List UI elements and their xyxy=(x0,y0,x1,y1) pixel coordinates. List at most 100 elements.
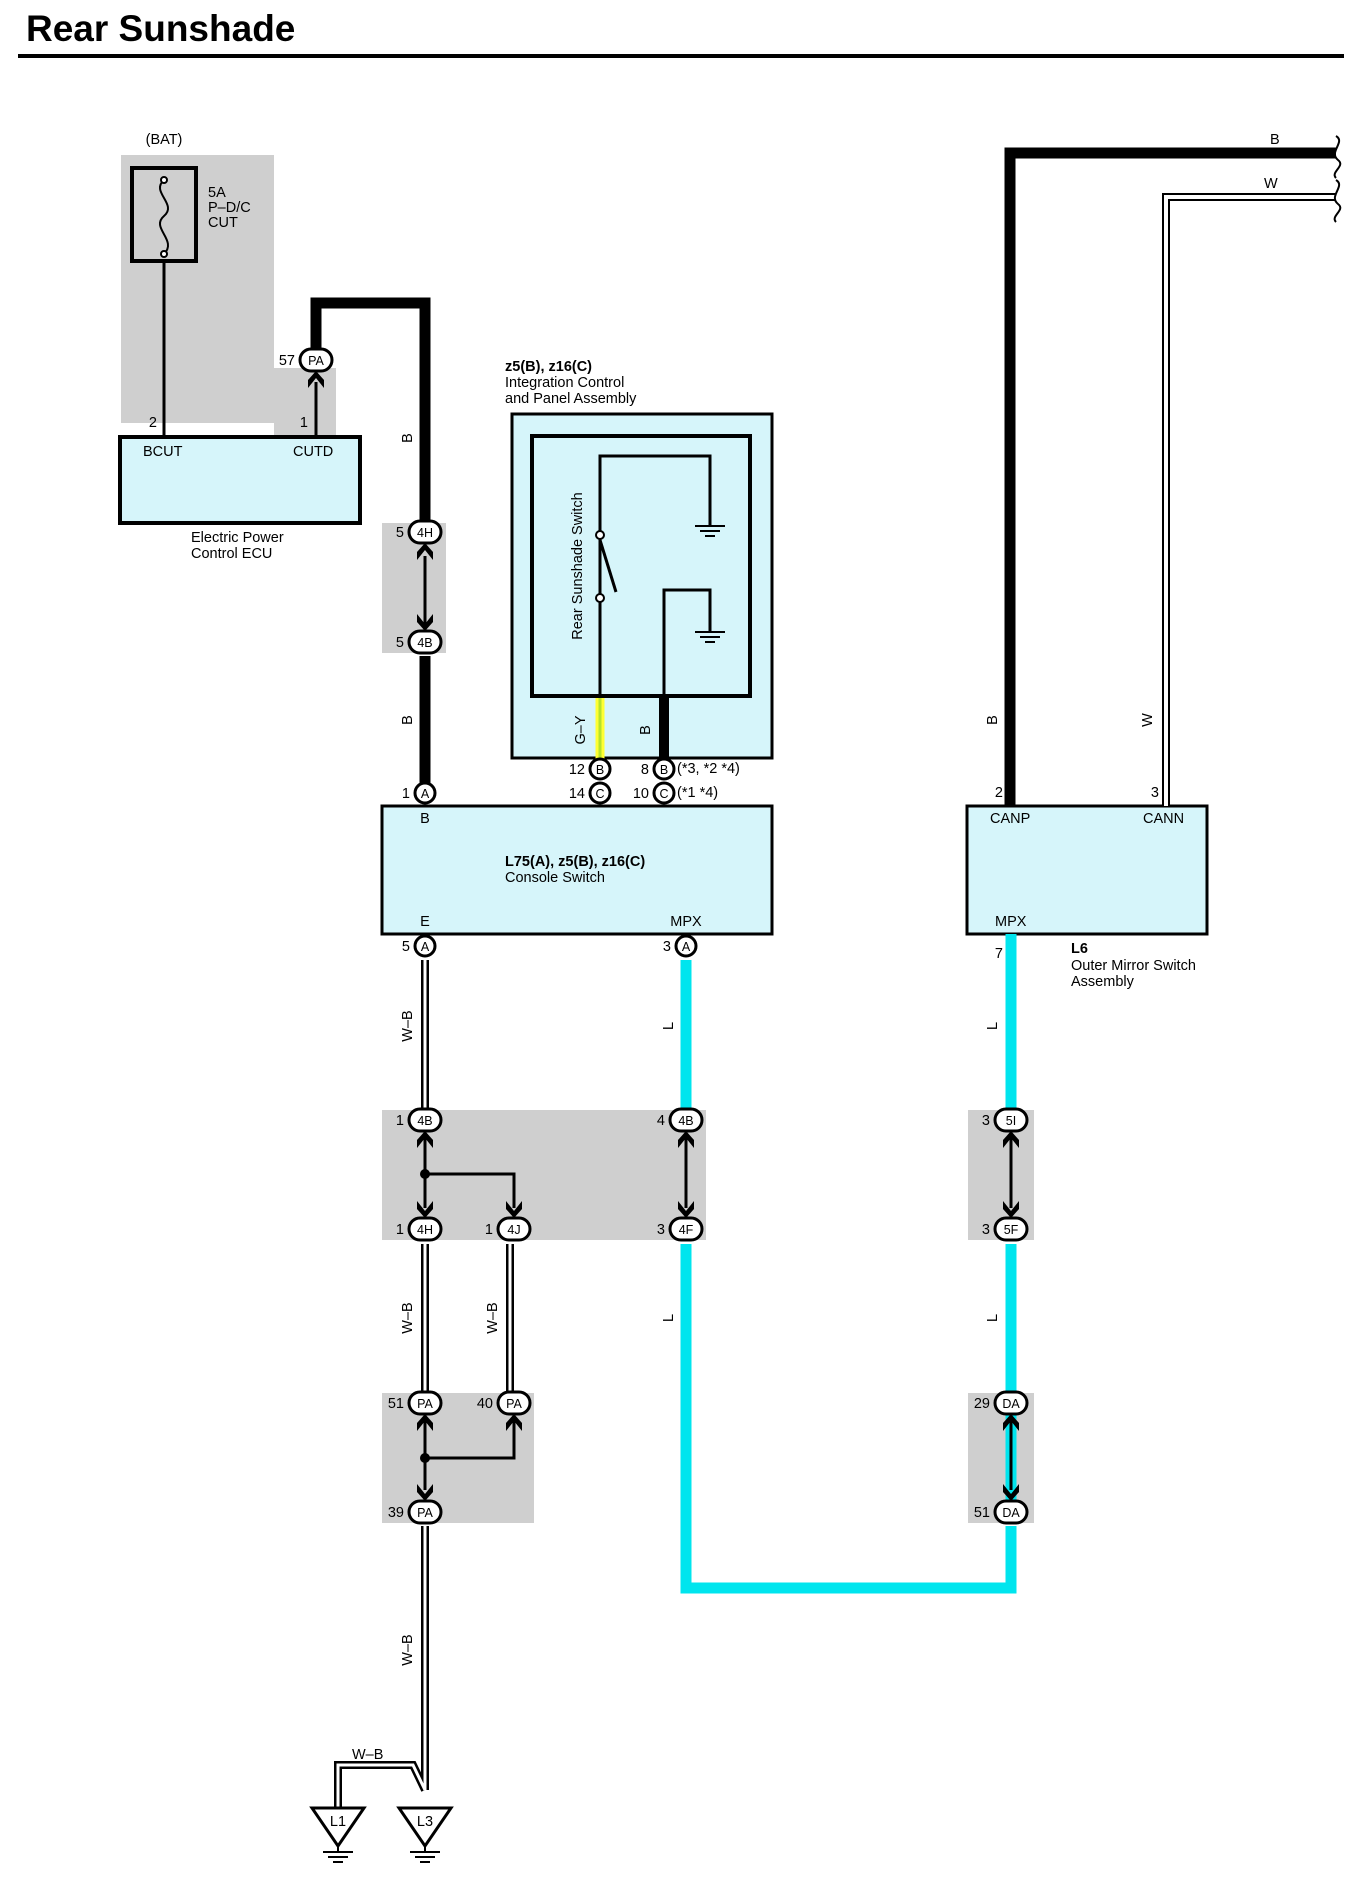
connector-code: 5I xyxy=(1006,1114,1016,1128)
connector-chevron xyxy=(1003,1414,1019,1431)
connector-code: A xyxy=(682,940,691,954)
fuse-rating: 5A xyxy=(208,185,226,201)
connector-pin-number: 29 xyxy=(974,1396,990,1412)
connector-code: DA xyxy=(1002,1506,1020,1520)
bat-label: (BAT) xyxy=(146,132,183,148)
mirror-pin-7-number: 7 xyxy=(995,946,1003,962)
ecu-pin-bcut-number: 2 xyxy=(149,415,157,431)
connector-pin-number: 3 xyxy=(982,1222,990,1238)
ecu-pin-bcut: BCUT xyxy=(143,444,183,460)
mirror-pin-cann: CANN xyxy=(1143,811,1184,827)
connector-code: A xyxy=(421,940,430,954)
connector-chevron xyxy=(506,1414,522,1431)
connector-pin-number: 4 xyxy=(657,1113,665,1129)
connector-code: 4B xyxy=(417,636,432,650)
mirror-pin-2-number: 2 xyxy=(995,785,1003,801)
connector-c10: C10 xyxy=(633,781,676,805)
connector-chevron xyxy=(417,614,433,631)
ecu-name-line2: Control ECU xyxy=(191,546,272,562)
connector-code: 4F xyxy=(679,1223,694,1237)
title-rule xyxy=(18,54,1344,58)
connector-code: A xyxy=(421,787,430,801)
connector-pin-number: 3 xyxy=(663,939,671,955)
fuse-name-line1: P–D/C xyxy=(208,200,251,216)
connector-chevron xyxy=(417,1201,433,1218)
ecu-pin-cutd-number: 1 xyxy=(300,415,308,431)
wire-b-can xyxy=(1004,147,1336,806)
wire-w-can-core xyxy=(1164,195,1336,806)
console-ref: L75(A), z5(B), z16(C) xyxy=(505,854,645,870)
connector-c14: C14 xyxy=(569,781,612,805)
ecu-name-line1: Electric Power xyxy=(191,530,284,546)
connector-code: 5F xyxy=(1004,1223,1019,1237)
connector-code: 4J xyxy=(507,1223,520,1237)
connector-b8: B8 xyxy=(641,757,676,781)
wire-label-w-1: W xyxy=(1140,713,1156,727)
wire-label-wb-2: W–B xyxy=(400,1302,416,1333)
connector-f5: 5F 3 xyxy=(982,1216,1029,1242)
wire-label-l-4: L xyxy=(985,1314,1001,1322)
connector-chevron xyxy=(1003,1131,1019,1148)
ground-l3 xyxy=(396,1806,454,1863)
wire-label-b-2: B xyxy=(400,715,416,725)
icp-name-line1: Integration Control xyxy=(505,375,624,391)
connector-code: PA xyxy=(506,1397,522,1411)
wire-label-b-3: B xyxy=(985,715,1001,725)
console-switch-box xyxy=(380,804,774,936)
ecu-pin-cutd: CUTD xyxy=(293,444,333,460)
connector-a5: A5 xyxy=(402,934,437,958)
console-pin-e: E xyxy=(420,914,430,930)
connector-code: B xyxy=(660,763,668,777)
connector-pin-number: 40 xyxy=(477,1396,493,1412)
connector-code: 4B xyxy=(678,1114,693,1128)
console-name: Console Switch xyxy=(505,870,605,886)
wire-label-l-3: L xyxy=(661,1314,677,1322)
note-c10: (*1 *4) xyxy=(677,785,718,801)
connector-chevron xyxy=(1003,1201,1019,1218)
mirror-pin-mpx: MPX xyxy=(995,914,1027,930)
connector-code: C xyxy=(595,787,604,801)
connector-code: PA xyxy=(417,1506,433,1520)
wire-label-wb-4: W–B xyxy=(400,1634,416,1665)
connector-a1: A1 xyxy=(402,781,437,805)
connector-code: PA xyxy=(417,1397,433,1411)
connector-chevron xyxy=(506,1201,522,1218)
connector-pin-number: 1 xyxy=(396,1113,404,1129)
console-pin-mpx: MPX xyxy=(670,914,702,930)
fuse-area-background xyxy=(121,155,336,435)
wire-label-w-right: W xyxy=(1264,176,1278,192)
fuse-name-line2: CUT xyxy=(208,215,238,231)
connector-code: PA xyxy=(308,354,324,368)
connector-chevron xyxy=(678,1131,694,1148)
wire-label-b-1: B xyxy=(400,433,416,443)
mirror-pin-canp: CANP xyxy=(990,811,1030,827)
wire-label-b-right: B xyxy=(1270,132,1280,148)
connector-code: B xyxy=(596,763,604,777)
connector-pin-number: 1 xyxy=(396,1222,404,1238)
mirror-switch-box xyxy=(965,804,1209,936)
connector-chevron xyxy=(308,371,324,388)
ground-l1 xyxy=(309,1806,367,1863)
icp-ref: z5(B), z16(C) xyxy=(505,359,592,375)
rear-sunshade-switch xyxy=(598,454,712,696)
connector-pin-number: 5 xyxy=(396,525,404,541)
connector-h1: 4H1 xyxy=(396,1216,443,1242)
wire-w-can xyxy=(1162,193,1336,806)
ground-l3-icon xyxy=(409,1845,441,1863)
wire-l-mpx xyxy=(680,934,1017,1594)
wire-label-gy: G–Y xyxy=(573,715,589,744)
connector-pin-number: 51 xyxy=(974,1505,990,1521)
icp-inner-box xyxy=(530,434,752,698)
connector-pin-number: 51 xyxy=(388,1396,404,1412)
mirror-name-line1: Outer Mirror Switch xyxy=(1071,958,1196,974)
connector-pin-number: 8 xyxy=(641,762,649,778)
page-title: Rear Sunshade xyxy=(26,8,296,49)
mirror-ref: L6 xyxy=(1071,941,1088,957)
connector-chevron xyxy=(417,1484,433,1501)
connector-pin-number: 1 xyxy=(402,786,410,802)
connector-b12: B12 xyxy=(569,757,612,781)
